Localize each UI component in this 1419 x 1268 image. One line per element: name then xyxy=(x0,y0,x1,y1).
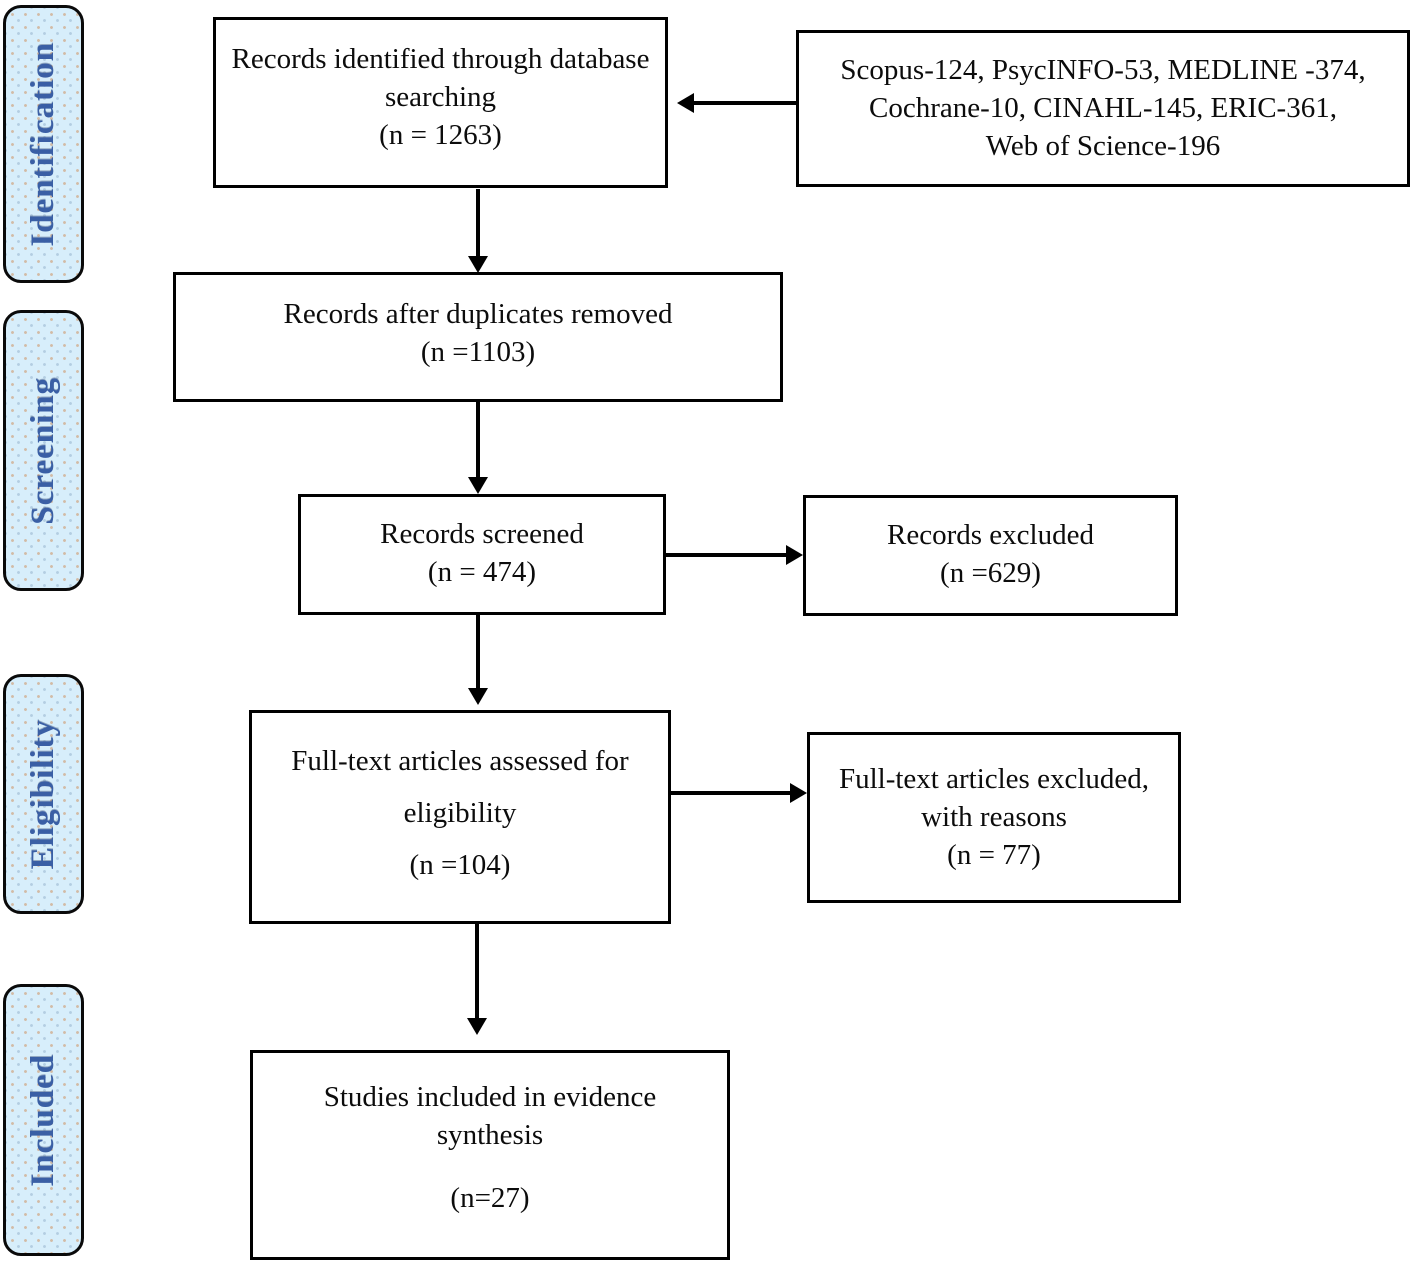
arrow-identified-to-duplicates-line xyxy=(476,189,480,256)
box-text-line: synthesis xyxy=(436,1119,544,1151)
box-text-line: Records excluded xyxy=(887,519,1094,551)
stage-eligibility: Eligibility xyxy=(3,674,84,914)
box-text-line: (n =104) xyxy=(409,849,511,881)
fulltext-assessed-box: Full-text articles assessed for eligibil… xyxy=(249,710,671,924)
arrow-sources-to-identified-line xyxy=(694,101,796,105)
records-excluded-box: Records excluded (n =629) xyxy=(803,495,1178,616)
arrow-fulltext-to-included-line xyxy=(475,924,479,1018)
records-screened-box: Records screened (n = 474) xyxy=(298,494,666,615)
box-text-line: Scopus-124, PsycINFO-53, MEDLINE -374, xyxy=(840,54,1366,86)
box-text-line: Records identified through database xyxy=(231,43,650,75)
box-text-line: Cochrane-10, CINAHL-145, ERIC-361, xyxy=(869,92,1337,124)
arrow-fulltext-to-excluded-line xyxy=(671,791,790,795)
box-text-line: (n = 474) xyxy=(427,556,537,588)
studies-included-box: Studies included in evidence synthesis (… xyxy=(250,1050,730,1260)
fulltext-excluded-box: Full-text articles excluded, with reason… xyxy=(807,732,1181,903)
box-text-line: (n =629) xyxy=(940,557,1041,589)
arrow-right-head-icon xyxy=(786,545,803,565)
box-text-line: (n =1103) xyxy=(420,336,536,368)
arrow-down-head-icon xyxy=(468,256,488,273)
box-text-line: Full-text articles assessed for xyxy=(291,745,629,777)
arrow-right-head-icon xyxy=(790,783,807,803)
arrow-screened-to-excluded-line xyxy=(666,553,786,557)
box-text-line: Web of Science-196 xyxy=(985,130,1221,162)
box-text-line: searching xyxy=(384,81,497,113)
stage-screening: Screening xyxy=(3,310,84,591)
stage-screening-label: Screening xyxy=(25,376,61,525)
box-text-line: (n = 77) xyxy=(947,839,1041,871)
duplicates-removed-box: Records after duplicates removed (n =110… xyxy=(173,272,783,402)
records-identified-box: Records identified through database sear… xyxy=(213,17,668,188)
box-text-line: Full-text articles excluded, xyxy=(838,763,1150,795)
arrow-duplicates-to-screened-line xyxy=(476,402,480,477)
box-text-line: (n = 1263) xyxy=(379,119,502,151)
box-text-line: (n=27) xyxy=(450,1182,530,1214)
stage-included-label: Included xyxy=(25,1053,61,1187)
arrow-down-head-icon xyxy=(468,477,488,494)
stage-identification-label: Identification xyxy=(25,41,61,247)
arrow-down-head-icon xyxy=(467,1018,487,1035)
box-text-line: Studies included in evidence xyxy=(323,1081,657,1113)
stage-included: Included xyxy=(3,984,84,1256)
arrow-screened-to-fulltext-line xyxy=(476,615,480,688)
box-text-line: Records screened xyxy=(380,518,584,550)
database-sources-box: Scopus-124, PsycINFO-53, MEDLINE -374, C… xyxy=(796,30,1410,187)
box-text-line: eligibility xyxy=(403,797,517,829)
stage-identification: Identification xyxy=(3,5,84,283)
box-text-line: Records after duplicates removed xyxy=(283,298,673,330)
arrow-down-head-icon xyxy=(468,688,488,705)
arrow-left-head-icon xyxy=(677,93,694,113)
box-text-line: with reasons xyxy=(921,801,1067,833)
stage-eligibility-label: Eligibility xyxy=(25,718,61,870)
